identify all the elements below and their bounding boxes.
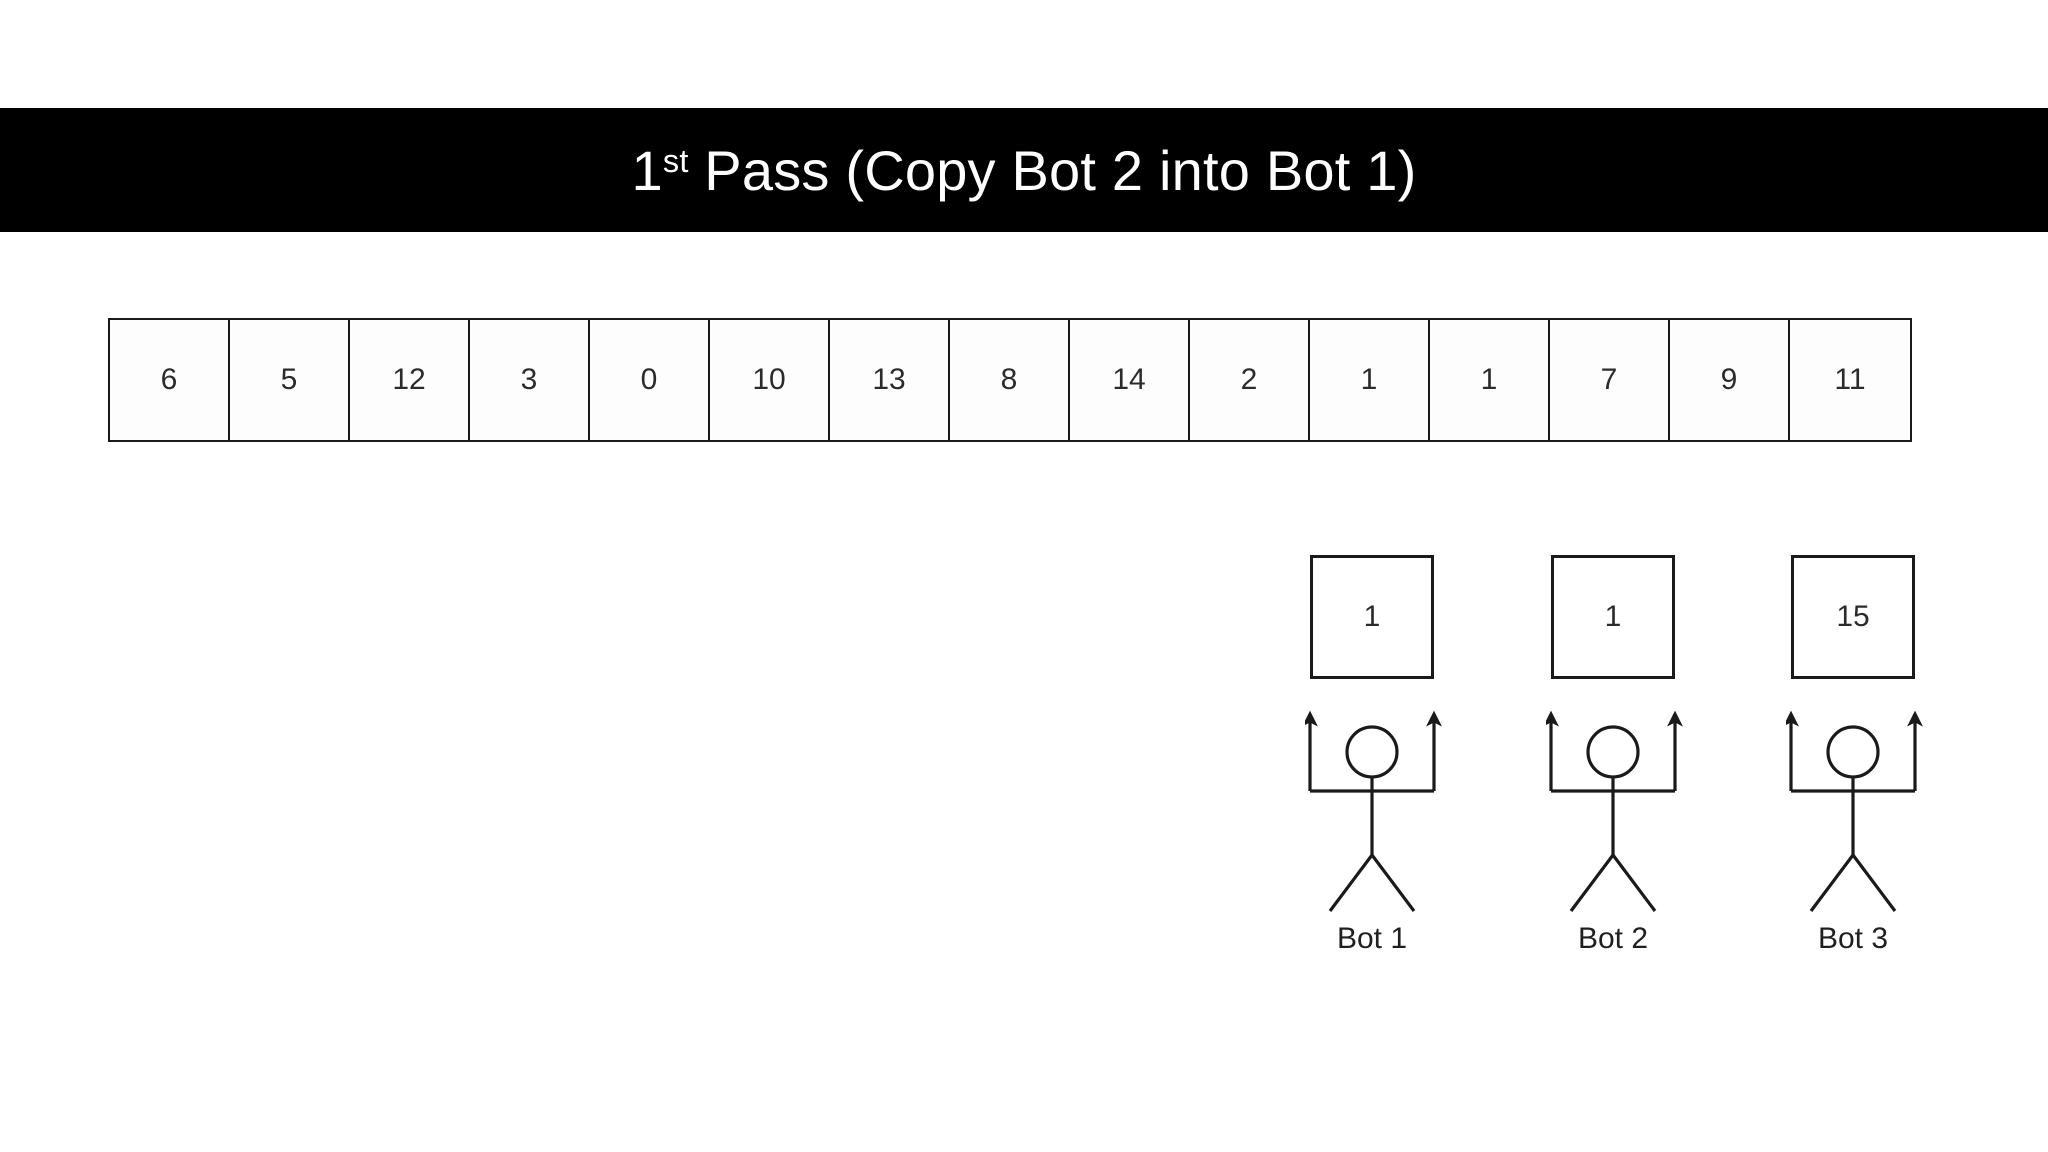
array-cell: 14 (1070, 320, 1190, 440)
array-cell: 12 (350, 320, 470, 440)
bot-held-value-box: 15 (1791, 555, 1915, 679)
array-cell: 0 (590, 320, 710, 440)
bot-right-leg-line (1851, 854, 1897, 912)
array-cell: 9 (1670, 320, 1790, 440)
bot-right-leg-line (1370, 854, 1416, 912)
bot-held-value-box: 1 (1551, 555, 1675, 679)
array-cell: 1 (1310, 320, 1430, 440)
bot-held-value-box: 1 (1310, 555, 1434, 679)
array-cell: 13 (830, 320, 950, 440)
array-cell: 3 (470, 320, 590, 440)
bot-right-leg-line (1611, 854, 1657, 912)
title-banner: 1st Pass (Copy Bot 2 into Bot 1) (0, 108, 2048, 232)
array-cell: 6 (110, 320, 230, 440)
title-lead: 1 (631, 138, 663, 202)
title-ordinal-suffix: st (662, 142, 689, 179)
array-cell: 10 (710, 320, 830, 440)
stick-figure-icon (1546, 710, 1683, 912)
stick-figure-icon (1305, 710, 1442, 912)
bot-label: Bot 2 (1577, 922, 1649, 955)
array-cell: 5 (230, 320, 350, 440)
bot-left-leg-line (1569, 854, 1615, 912)
array-cell: 11 (1790, 320, 1910, 440)
bot-label: Bot 1 (1336, 922, 1408, 955)
bot-left-leg-line (1328, 854, 1374, 912)
bot-head-icon (1345, 725, 1399, 779)
bot-head-icon (1586, 725, 1640, 779)
bot-left-leg-line (1809, 854, 1855, 912)
bot-label: Bot 3 (1817, 922, 1889, 955)
bot-head-icon (1826, 725, 1880, 779)
array-cell: 2 (1190, 320, 1310, 440)
array-cell: 8 (950, 320, 1070, 440)
title-rest: Pass (Copy Bot 2 into Bot 1) (688, 138, 1417, 202)
page-title: 1st Pass (Copy Bot 2 into Bot 1) (632, 138, 1417, 203)
array-cell: 7 (1550, 320, 1670, 440)
array-cell: 1 (1430, 320, 1550, 440)
stick-figure-icon (1786, 710, 1923, 912)
